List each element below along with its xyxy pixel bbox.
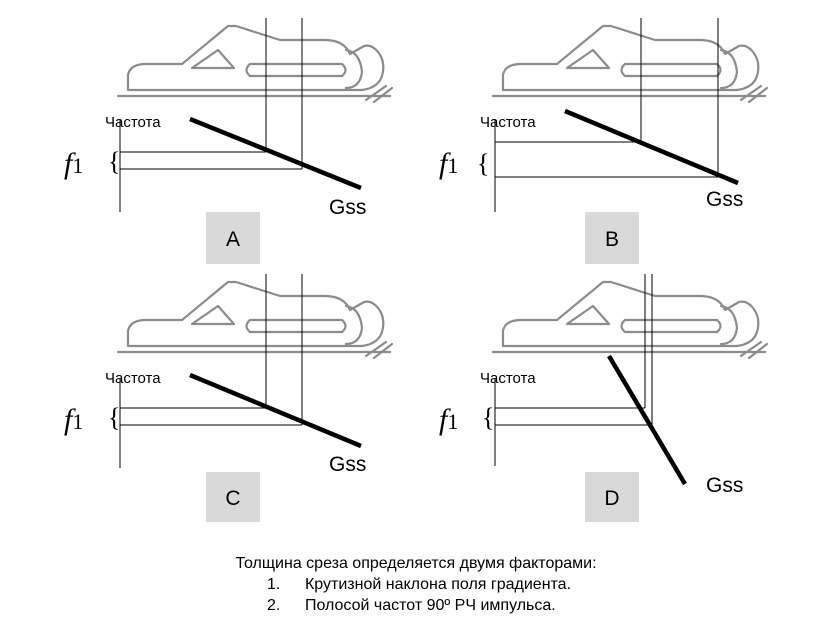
patient-outline [491,280,769,360]
frequency-label: Частота [105,114,161,131]
gradient-label: Gss [329,453,366,476]
panel-d: Частота f1 { Gss D [439,274,769,522]
frequency-label: Частота [480,370,536,387]
f1-symbol: f1 [439,403,458,436]
factor-item: 1. Крутизной наклона поля градиента. [261,574,571,595]
factor-list: 1. Крутизной наклона поля градиента. 2. … [261,574,571,616]
f1-symbol: f1 [64,403,83,436]
gradient-label: Gss [706,474,743,497]
panel-label: C [225,487,240,510]
panel-b: Частота f1 { Gss B [439,18,769,264]
frequency-label: Частота [105,370,161,387]
caption: Толщина среза определяется двумя фактора… [0,553,832,616]
frequency-label: Частота [480,114,536,131]
bandwidth-brace: { [108,403,120,432]
panel-label-box [585,212,639,264]
f1-symbol: f1 [64,147,83,180]
factor-number: 1. [266,576,281,593]
caption-title: Толщина среза определяется двумя фактора… [235,555,597,572]
patient-outline [116,280,394,360]
gradient-label: Gss [706,188,743,211]
panel-a: Частота f1 { Gss A [64,18,394,264]
panel-label: D [604,487,619,510]
gradient-line [189,372,362,449]
panel-c: Частота f1 { Gss C [64,274,394,522]
panel-label: B [605,228,619,251]
panel-label-box [206,472,260,522]
gradient-line [564,108,739,186]
factor-item: 2. Полосой частот 90º РЧ импульса. [261,595,571,616]
panel-label: A [226,228,240,251]
factor-text: Крутизной наклона поля градиента. [304,576,572,593]
patient-outline [491,24,769,104]
panel-label-box [206,212,260,264]
patient-outline [116,24,394,104]
gradient-label: Gss [329,196,366,219]
f1-symbol: f1 [439,147,458,180]
factor-text: Полосой частот 90º РЧ импульса. [304,597,556,614]
factor-number: 2. [266,597,281,614]
gradient-line [189,116,362,191]
bandwidth-brace: { [482,403,494,432]
panel-label-box [585,472,639,522]
gradient-line [607,354,687,486]
bandwidth-brace: { [108,147,120,176]
bandwidth-brace: { [477,149,489,178]
